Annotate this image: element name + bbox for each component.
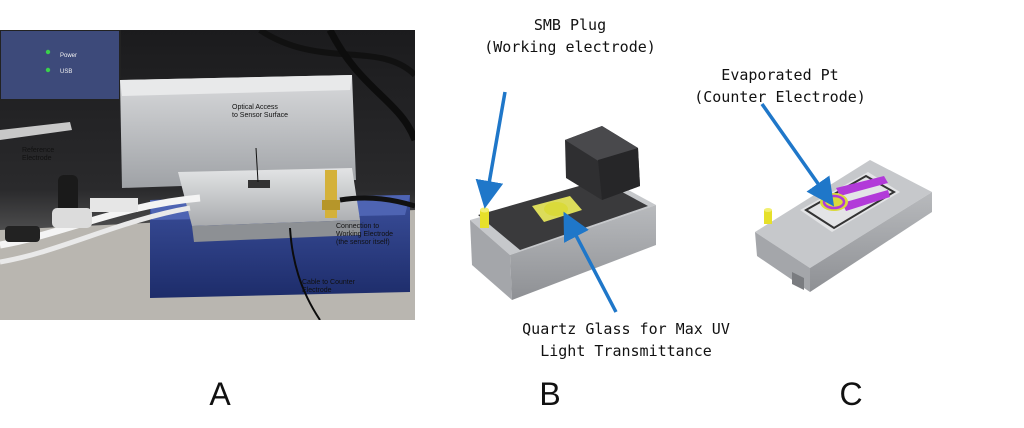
pt-electrode-strip-2 — [842, 190, 890, 211]
callout-evaporated-pt: Evaporated Pt (Counter Electrode) — [680, 64, 880, 108]
usb-led — [45, 67, 51, 73]
smb-plug-c — [764, 210, 772, 224]
device-label-usb: USB — [60, 69, 73, 75]
callout-smb-plug-line2: (Working electrode) — [484, 38, 656, 56]
instrument-box — [0, 30, 120, 100]
callout-quartz-glass: Quartz Glass for Max UV Light Transmitta… — [516, 318, 736, 362]
device-label-power: Power — [60, 53, 78, 59]
callout-smb-plug-line1: SMB Plug — [533, 16, 607, 34]
callout-smb-plug: SMB Plug (Working electrode) — [470, 14, 670, 58]
quartz-glass-window — [544, 202, 568, 216]
label-connection-working: Connection to Working Electrode (the sen… — [336, 223, 394, 246]
chip-c — [755, 160, 932, 292]
pt-electrode-strip-1 — [836, 176, 888, 196]
power-led — [45, 49, 51, 55]
callout-quartz-line1: Quartz Glass for Max UV — [522, 320, 730, 338]
reference-electrode-body — [58, 175, 78, 213]
panel-a-photo: Power USB Optical Access to Sensor Surfa… — [0, 30, 415, 320]
counter-cable — [289, 227, 321, 320]
arrow-quartz-glass — [563, 211, 618, 313]
label-reference-electrode: Reference Electrode — [22, 147, 55, 162]
label-cable-counter: Cable to Counter Electrode — [302, 279, 355, 294]
label-optical-access: Optical Access to Sensor Surface — [232, 104, 289, 119]
arrow-smb-plug — [475, 91, 507, 209]
panel-letter-a: A — [209, 376, 231, 412]
callout-quartz-line2: Light Transmittance — [540, 342, 712, 360]
flow-cell-plate — [178, 168, 360, 226]
panel-letter-b: B — [539, 376, 561, 412]
optical-access-pointer — [255, 147, 259, 183]
panel-letter-c: C — [839, 376, 863, 412]
setup-photo-illustration — [0, 30, 415, 320]
chip-b — [470, 126, 656, 300]
callout-pt-line2: (Counter Electrode) — [694, 88, 866, 106]
callout-pt-line1: Evaporated Pt — [721, 66, 839, 84]
smb-plug-b — [480, 210, 489, 228]
arrow-evaporated-pt — [760, 102, 835, 207]
clip — [0, 122, 72, 140]
enclosure-box — [120, 75, 356, 188]
